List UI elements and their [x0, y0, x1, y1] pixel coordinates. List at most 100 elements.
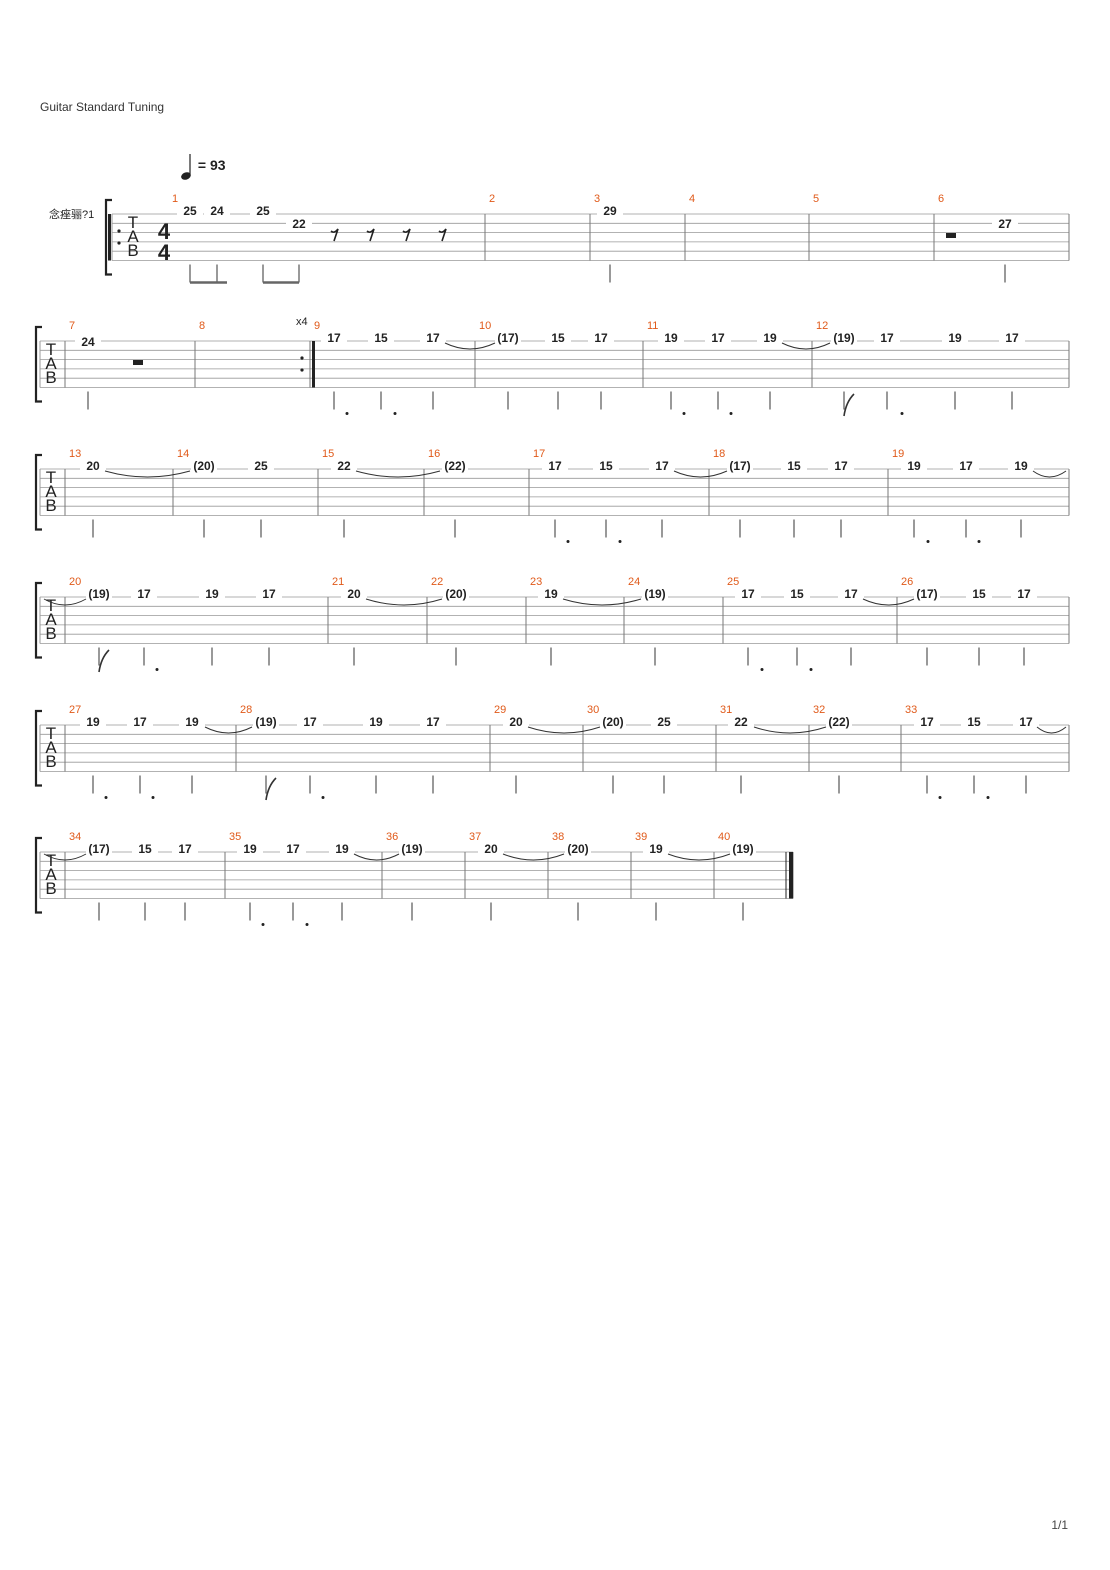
staccato-dot — [986, 796, 990, 799]
system-bracket — [34, 709, 42, 787]
fret-bg — [643, 844, 669, 855]
time-signature-denominator: 4 — [158, 240, 171, 265]
staccato-dot — [345, 412, 349, 415]
staccato-dot — [809, 668, 813, 671]
fret-number: 15 — [551, 331, 565, 345]
tie-mark — [562, 598, 642, 606]
measure-number: 22 — [431, 576, 443, 588]
tab-clef-letter: A — [45, 482, 57, 501]
fret-number: (20) — [193, 459, 214, 473]
measure-number: 18 — [713, 448, 725, 460]
measure-number: 37 — [469, 831, 481, 843]
measure-number: 32 — [813, 704, 825, 716]
fret-bg — [1013, 717, 1039, 728]
flag-mark — [265, 777, 277, 801]
measure-number: 30 — [587, 704, 599, 716]
repeat-dot — [300, 368, 304, 372]
fret-number: 15 — [599, 459, 613, 473]
fret-bg — [420, 333, 446, 344]
fret-number: 17 — [711, 331, 725, 345]
flag-mark — [843, 393, 855, 417]
fret-bg — [127, 717, 153, 728]
fret-bg — [651, 717, 677, 728]
tab-clef-letter: T — [46, 340, 56, 359]
fret-bg — [86, 844, 112, 855]
measure-number: 21 — [332, 576, 344, 588]
fret-number: 22 — [292, 217, 306, 231]
fret-number: 19 — [649, 842, 663, 856]
fret-bg — [253, 717, 279, 728]
fret-number: 19 — [948, 331, 962, 345]
tab-clef-letter: A — [127, 227, 139, 246]
tab-clef-letter: A — [45, 865, 57, 884]
fret-bg — [179, 717, 205, 728]
fret-bg — [826, 717, 852, 728]
fret-number: 19 — [763, 331, 777, 345]
fret-number: (17) — [729, 459, 750, 473]
fret-bg — [420, 717, 446, 728]
fret-bg — [953, 461, 979, 472]
tab-clef-letter: T — [46, 724, 56, 743]
repeat-bar-thick — [108, 214, 111, 261]
measure-number: 13 — [69, 448, 81, 460]
final-barline — [789, 852, 793, 899]
fret-bg — [368, 333, 394, 344]
fret-number: 20 — [86, 459, 100, 473]
staccato-dot — [151, 796, 155, 799]
fret-number: 17 — [1005, 331, 1019, 345]
tab-clef-letter: T — [46, 596, 56, 615]
fret-bg — [542, 461, 568, 472]
fret-number: (19) — [255, 715, 276, 729]
measure-number: 5 — [813, 193, 819, 205]
system-bracket — [34, 325, 42, 403]
half-rest-icon — [946, 233, 956, 238]
tab-clef-letter: A — [45, 354, 57, 373]
fret-number: 17 — [1017, 587, 1031, 601]
fret-bg — [658, 333, 684, 344]
fret-bg — [966, 589, 992, 600]
fret-bg — [728, 717, 754, 728]
staccato-dot — [926, 540, 930, 543]
system-bracket — [104, 198, 112, 276]
measure-number: 38 — [552, 831, 564, 843]
fret-bg — [992, 219, 1018, 230]
fret-bg — [399, 844, 425, 855]
eighth-rest-icon — [366, 228, 375, 242]
fret-number: 15 — [374, 331, 388, 345]
staccato-dot — [618, 540, 622, 543]
measure-number: 14 — [177, 448, 189, 460]
staccato-dot — [305, 923, 309, 926]
tab-clef-letter: B — [127, 241, 138, 260]
fret-bg — [297, 717, 323, 728]
measure-number: 35 — [229, 831, 241, 843]
tuning-label: Guitar Standard Tuning — [40, 100, 165, 114]
measure-number: 6 — [938, 193, 944, 205]
fret-number: 19 — [86, 715, 100, 729]
measure-number: 24 — [628, 576, 640, 588]
staccato-dot — [155, 668, 159, 671]
fret-bg — [565, 844, 591, 855]
fret-bg — [503, 717, 529, 728]
fret-number: 19 — [185, 715, 199, 729]
fret-bg — [838, 589, 864, 600]
tie-mark — [444, 342, 496, 350]
fret-bg — [191, 461, 217, 472]
fret-number: 15 — [790, 587, 804, 601]
tie-mark — [1036, 726, 1067, 734]
fret-number: 15 — [967, 715, 981, 729]
eighth-rest-icon — [402, 228, 411, 242]
measure-number: 33 — [905, 704, 917, 716]
fret-number: (19) — [644, 587, 665, 601]
fret-number: 19 — [205, 587, 219, 601]
tie-mark — [43, 598, 87, 606]
fret-number: 15 — [972, 587, 986, 601]
measure-number: 28 — [240, 704, 252, 716]
fret-bg — [256, 589, 282, 600]
fret-bg — [363, 717, 389, 728]
fret-bg — [914, 589, 940, 600]
measure-number: 10 — [479, 320, 491, 332]
fret-bg — [75, 337, 101, 348]
measure-number: 2 — [489, 193, 495, 205]
fret-number: (19) — [401, 842, 422, 856]
